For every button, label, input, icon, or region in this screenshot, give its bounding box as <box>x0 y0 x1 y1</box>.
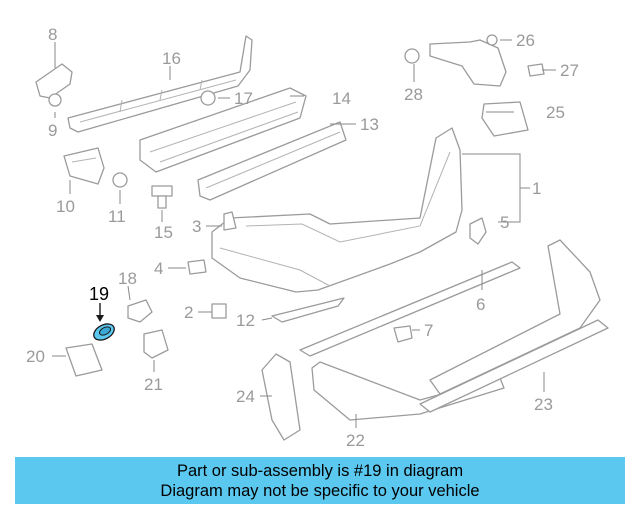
banner-line-disclaimer: Diagram may not be specific to your vehi… <box>160 481 480 500</box>
part-28-nut <box>404 48 420 64</box>
part-12-reflector <box>271 297 345 323</box>
callout-13: 13 <box>360 115 379 134</box>
callout-4: 4 <box>154 259 163 278</box>
callout-20: 20 <box>26 347 45 366</box>
part-10-bracket <box>63 147 105 185</box>
part-9-clip <box>48 93 62 107</box>
part-6-lower-trim <box>299 261 521 357</box>
part-16-absorber <box>67 35 253 133</box>
part-18-sensor <box>127 299 153 323</box>
callout-23: 23 <box>534 395 553 414</box>
callout-1: 1 <box>532 179 541 198</box>
part-2-bolt <box>211 303 227 319</box>
callout-15: 15 <box>154 223 173 242</box>
part-26-bracket <box>429 34 507 87</box>
callout-18: 18 <box>118 269 137 288</box>
part-11-nut <box>112 172 128 188</box>
callout-10: 10 <box>56 197 75 216</box>
part-22-valance <box>311 361 505 421</box>
callout-6: 6 <box>476 295 485 314</box>
part-20-bracket <box>65 343 103 377</box>
part-17-nut <box>200 90 216 106</box>
callout-14: 14 <box>332 89 351 108</box>
callout-11: 11 <box>108 207 126 226</box>
part-5-sensor <box>469 217 487 245</box>
part-25-sensor <box>481 101 529 137</box>
callout-17: 17 <box>234 89 253 108</box>
part-1-bumper-cover <box>211 127 463 293</box>
part-21-bracket <box>143 329 169 359</box>
callout-8: 8 <box>48 25 57 44</box>
part-19-grommet <box>93 323 115 341</box>
info-banner: Part or sub-assembly is #19 in diagram D… <box>15 457 625 504</box>
callout-9: 9 <box>48 121 57 140</box>
part-8-bracket <box>35 63 73 99</box>
part-4-clip <box>187 259 207 275</box>
parts-diagram: 1 2 3 4 5 6 7 8 9 10 11 12 13 14 15 16 1… <box>26 25 609 450</box>
callout-27: 27 <box>560 61 579 80</box>
part-13-absorber <box>197 121 347 201</box>
callout-19: 19 <box>89 284 109 304</box>
callout-labels: 1 2 3 4 5 6 7 8 9 10 11 12 13 14 15 16 1… <box>26 25 579 450</box>
part-24-trim <box>261 353 301 441</box>
banner-line-part-info: Part or sub-assembly is #19 in diagram <box>176 461 464 480</box>
callout-2: 2 <box>184 303 193 322</box>
callout-7: 7 <box>424 321 433 340</box>
callout-24: 24 <box>236 387 255 406</box>
callout-26: 26 <box>516 31 535 50</box>
part-7-clip <box>393 325 413 343</box>
leader-lines <box>52 39 556 428</box>
callout-5: 5 <box>500 213 509 232</box>
part-23-diffuser <box>419 239 609 413</box>
callout-3: 3 <box>192 217 201 236</box>
callout-25: 25 <box>546 103 565 122</box>
part-3-plug <box>223 211 237 231</box>
part-14-reinforcement <box>139 87 307 173</box>
callout-16: 16 <box>162 49 181 68</box>
callout-12: 12 <box>236 311 255 330</box>
callout-21: 21 <box>144 375 163 394</box>
callout-28: 28 <box>404 85 423 104</box>
part-15-bolt <box>151 185 173 209</box>
callout-22: 22 <box>346 431 365 450</box>
part-27-bolt <box>527 63 545 77</box>
